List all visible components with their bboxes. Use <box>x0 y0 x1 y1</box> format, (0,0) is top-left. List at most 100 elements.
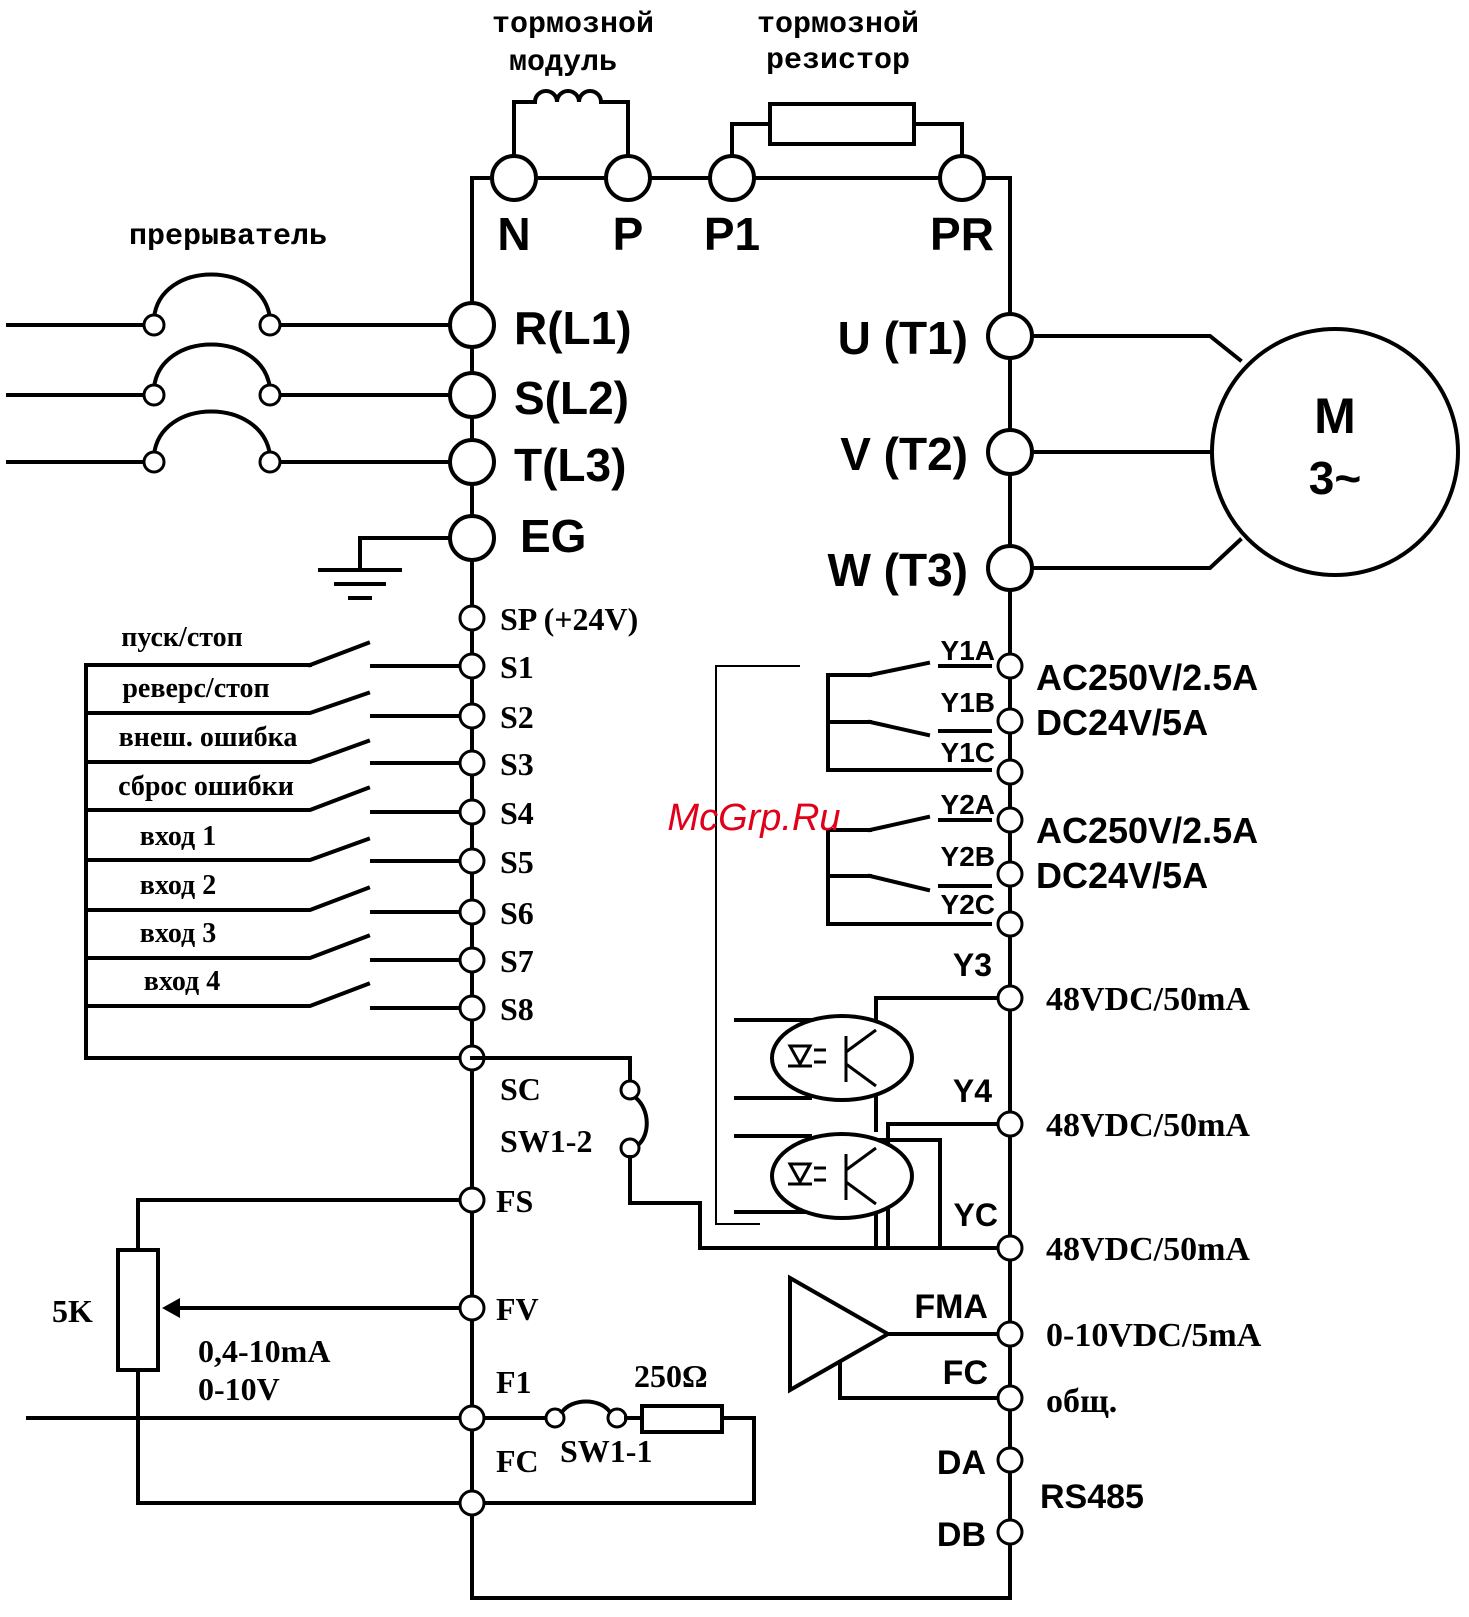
terminal-s6[interactable] <box>458 898 486 926</box>
input-function-s3: внеш. ошибка <box>119 722 298 753</box>
input-function-s1: пуск/стоп <box>121 622 243 653</box>
terminal-yc-label: YC <box>954 1197 998 1233</box>
terminal-v-t2[interactable] <box>986 428 1034 476</box>
input-function-s5: вход 1 <box>140 821 216 852</box>
terminal-y2b-label: Y2B <box>941 841 995 872</box>
terminal-s-l2[interactable] <box>448 371 496 419</box>
motor-output-terminals: U (T1) V (T2) W (T3) <box>827 312 1034 596</box>
terminal-s2[interactable] <box>458 702 486 730</box>
terminal-s7-label: S7 <box>500 943 534 979</box>
terminal-y1c[interactable] <box>996 758 1024 786</box>
terminal-fc-meter-label: FC <box>943 1354 988 1392</box>
terminal-s8[interactable] <box>458 994 486 1022</box>
terminal-y2b[interactable] <box>996 860 1024 888</box>
resistor-250-label: 250Ω <box>634 1358 708 1394</box>
optocoupler-terminals: Y3 Y4 YC 48VDC/50mA 48VDC/50mA 48VDC/50m… <box>953 947 1251 1268</box>
braking-resistor: тормозной резистор <box>730 8 964 157</box>
input-function-s6: вход 2 <box>140 870 216 901</box>
terminal-u-t1[interactable] <box>986 312 1034 360</box>
optocoupler-1-symbol <box>770 1014 914 1102</box>
terminal-w-t3[interactable] <box>986 544 1034 592</box>
terminal-fc-analog[interactable] <box>458 1489 486 1517</box>
terminal-s2-label: S2 <box>500 699 534 735</box>
terminal-p[interactable] <box>604 154 652 202</box>
terminal-sp[interactable] <box>458 604 486 632</box>
terminal-da[interactable] <box>996 1446 1024 1474</box>
terminal-fv-label: FV <box>496 1291 539 1327</box>
braking-module-label-1: тормозной <box>492 8 654 42</box>
terminal-n[interactable] <box>490 154 538 202</box>
y4-rating: 48VDC/50mA <box>1046 1107 1250 1144</box>
terminal-y1b[interactable] <box>996 707 1024 735</box>
relay-2-rating-dc: DC24V/5A <box>1036 855 1208 896</box>
yc-rating: 48VDC/50mA <box>1046 1231 1250 1268</box>
input-function-s7: вход 3 <box>140 918 216 949</box>
braking-resistor-label-1: тормозной <box>757 8 919 42</box>
terminal-y2a[interactable] <box>996 806 1024 834</box>
terminal-y1a[interactable] <box>996 652 1024 680</box>
terminal-t-l3[interactable] <box>448 438 496 486</box>
braking-resistor-label-2: резистор <box>766 44 910 78</box>
terminal-fma[interactable] <box>996 1320 1024 1348</box>
terminal-y1c-label: Y1C <box>941 737 995 768</box>
motor: M 3~ <box>1210 327 1460 577</box>
terminal-pr[interactable] <box>938 154 986 202</box>
terminal-f1[interactable] <box>458 1404 486 1432</box>
terminal-s4[interactable] <box>458 798 486 826</box>
analog-wiring <box>26 1198 756 1505</box>
terminal-p1-label: P1 <box>704 208 760 260</box>
ground-symbol <box>318 536 452 600</box>
terminal-y4-label: Y4 <box>953 1073 992 1109</box>
terminal-s3[interactable] <box>458 749 486 777</box>
relay-wiring <box>715 660 992 1225</box>
terminal-fs[interactable] <box>458 1186 486 1214</box>
terminal-db-label: DB <box>937 1516 986 1554</box>
terminal-s1[interactable] <box>458 652 486 680</box>
terminal-fv[interactable] <box>458 1294 486 1322</box>
rs485-terminals: DA DB RS485 <box>937 1444 1144 1554</box>
terminal-y3[interactable] <box>996 984 1024 1012</box>
sw1-2-label: SW1-2 <box>500 1123 592 1159</box>
terminal-y4[interactable] <box>996 1110 1024 1138</box>
fma-rating: 0-10VDC/5mA <box>1046 1317 1262 1354</box>
optocoupler-upper <box>770 1014 914 1102</box>
motor-wiring <box>1032 334 1243 570</box>
braking-module-label-2: модуль <box>509 46 617 80</box>
terminal-s7[interactable] <box>458 946 486 974</box>
terminal-y1a-label: Y1A <box>941 635 995 666</box>
meter-output: FMA FC 0-10VDC/5mA общ. <box>788 1274 1262 1420</box>
potentiometer-symbol <box>116 1248 160 1372</box>
control-input-wiring <box>84 640 474 1060</box>
terminal-fc-analog-label: FC <box>496 1443 539 1479</box>
terminal-y2c[interactable] <box>996 910 1024 938</box>
rs485-label: RS485 <box>1040 1478 1144 1516</box>
relay-1-rating-dc: DC24V/5A <box>1036 702 1208 743</box>
terminal-sp-label: SP (+24V) <box>500 601 638 637</box>
terminal-r-l1[interactable] <box>448 301 496 349</box>
optocoupler-2-symbol <box>770 1132 914 1220</box>
terminal-s6-label: S6 <box>500 895 534 931</box>
terminal-yc[interactable] <box>996 1234 1024 1262</box>
breaker-label: прерыватель <box>129 220 327 254</box>
terminal-w-t3-label: W (T3) <box>827 544 968 596</box>
terminal-u-t1-label: U (T1) <box>838 312 968 364</box>
terminal-fs-label: FS <box>496 1183 533 1219</box>
terminal-t-l3-label: T(L3) <box>514 439 626 491</box>
control-input-function-labels: пуск/стоп реверс/стоп внеш. ошибка сброс… <box>118 622 297 997</box>
relay-terminals: Y1A Y1B Y1C Y2A Y2B Y2C AC250V/2.5A DC24… <box>941 635 1258 938</box>
fc-meter-rating: общ. <box>1046 1383 1117 1420</box>
y3-rating: 48VDC/50mA <box>1046 981 1250 1018</box>
optocoupler-lower <box>770 1132 914 1220</box>
terminal-s-l2-label: S(L2) <box>514 372 629 424</box>
terminal-da-label: DA <box>937 1444 986 1482</box>
terminal-p-label: P <box>613 208 644 260</box>
terminal-db[interactable] <box>996 1518 1024 1546</box>
terminal-eg[interactable] <box>448 514 496 562</box>
terminal-sc-label: SC <box>500 1071 541 1107</box>
terminal-p1[interactable] <box>708 154 756 202</box>
switch-sw1-2: SW1-2 <box>470 1056 1012 1250</box>
terminal-s5[interactable] <box>458 847 486 875</box>
terminal-fc-meter[interactable] <box>996 1384 1024 1412</box>
